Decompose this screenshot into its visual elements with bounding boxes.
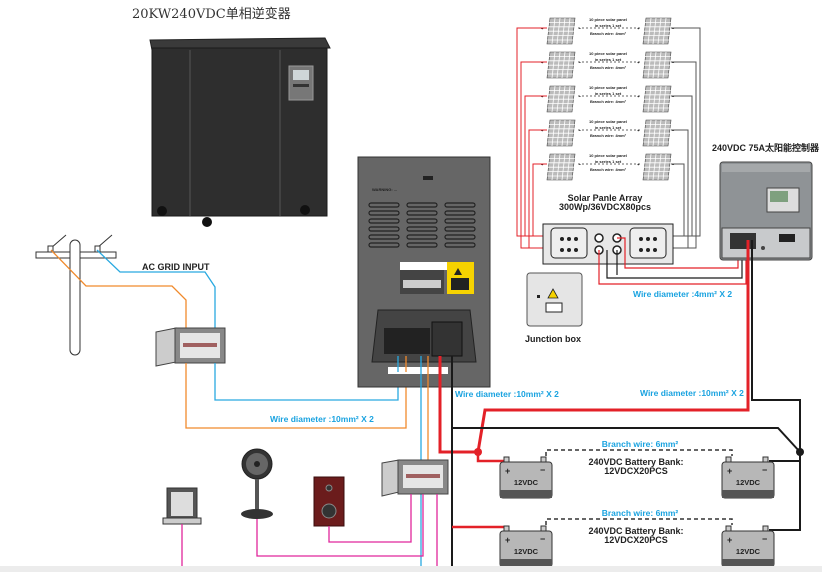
string-note: 10 piece solar panel [589,153,627,158]
battery-minus: − [540,534,545,544]
grid-wire-label: Wire diameter :10mm² X 2 [270,414,374,424]
panel-plus: + [637,60,640,65]
pv-wire-label: Wire diameter :4mm² X 2 [633,289,732,299]
string-note: 10 piece solar panel [589,51,627,56]
battery-label: 12VDC [514,547,539,556]
string-note: Branch wire: 4mm² [590,167,627,172]
string-note: Branch wire: 4mm² [590,99,627,104]
junction-box-label: Junction box [525,334,581,344]
load-breaker-box-icon [381,459,449,497]
battery-plus: + [727,535,732,545]
string-note: 10 piece solar panel [589,119,627,124]
battery-icon: + −12VDC [499,525,553,568]
junction-box-icon [526,272,583,327]
combiner-box [542,223,674,265]
string-note: Branch wire: 4mm² [590,31,627,36]
string-note: in series 1 set [595,125,622,130]
speaker-icon [313,476,345,527]
computer-icon [162,487,202,525]
solar-panel-icon [546,51,576,79]
string-note: Branch wire: 4mm² [590,65,627,70]
panel-minus: − [579,60,582,65]
bottom-scroll-strip [0,566,822,572]
inverter-battery-wire-label: Wire diameter :10mm² X 2 [455,389,559,399]
string-note: Branch wire: 4mm² [590,133,627,138]
string-note: in series 1 set [595,159,622,164]
fan-icon [241,448,273,519]
branch-wire-label: Branch wire: 6mm² [602,439,679,449]
panel-minus: − [579,128,582,133]
utility-pole-icon [35,234,117,356]
solar-panel-icon [546,153,576,181]
string-note: in series 1 set [595,57,622,62]
battery-icon: + −12VDC [721,525,775,568]
string-note: 10 piece solar panel [589,17,627,22]
branch-wire-label: Branch wire: 6mm² [602,508,679,518]
grid-neutral-wire [96,249,216,330]
panel-minus: − [579,26,582,31]
panel-plus: + [637,162,640,167]
solar-panel-icon [642,17,672,45]
battery-bank-label-1: 240VDC Battery Bank: [588,457,683,467]
solar-panel-icon [642,119,672,147]
solar-array-label-2: 300Wp/36VDCX80pcs [559,202,651,212]
svg-text:WARNING: ...: WARNING: ... [372,187,397,192]
inverter-battery-positive-wire [438,356,478,454]
battery-icon: + −12VDC [721,456,775,499]
panel-plus: + [637,26,640,31]
inverter-front-panel: WARNING: ... [357,156,491,388]
inverter-title: 20KW240VDC单相逆变器 [132,6,291,22]
battery-label: 12VDC [514,478,539,487]
battery-minus: − [762,465,767,475]
battery-minus: − [540,465,545,475]
inverter-cabinet-icon [149,37,331,227]
battery-bank-label-1: 240VDC Battery Bank: [588,526,683,536]
string-note: in series 1 set [595,23,622,28]
battery-plus: + [505,466,510,476]
battery-label: 12VDC [736,478,761,487]
grid-breaker-box-icon [155,327,226,367]
solar-panel-icon [546,119,576,147]
grid-live-wire [50,249,187,330]
battery-icon: + −12VDC [499,456,553,499]
panel-plus: + [637,128,640,133]
battery-plus: + [505,535,510,545]
panel-minus: − [579,162,582,167]
battery-plus: + [727,466,732,476]
string-note: 10 piece solar panel [589,85,627,90]
solar-panel-icon [642,153,672,181]
controller-battery-wire-label: Wire diameter :10mm² X 2 [640,388,744,398]
battery-bank-label-2: 12VDCX20PCS [604,535,668,545]
solar-controller-icon [719,161,813,261]
battery-label: 12VDC [736,547,761,556]
panel-plus: + [637,94,640,99]
battery-minus: − [762,534,767,544]
grid-to-inverter-live-wire [185,363,407,429]
solar-panel-icon [642,51,672,79]
solar-panel-icon [546,17,576,45]
controller-label: 240VDC 75A太阳能控制器 [712,142,820,153]
controller-battery-positive-wire [476,240,750,453]
solar-panel-icon [642,85,672,113]
controller-battery-negative-wire [751,240,801,452]
ac-grid-label: AC GRID INPUT [142,262,210,272]
solar-panel-icon [546,85,576,113]
solar-array-label-1: Solar Panle Array [568,193,643,203]
panel-minus: − [579,94,582,99]
battery-bank-label-2: 12VDCX20PCS [604,466,668,476]
string-note: in series 1 set [595,91,622,96]
